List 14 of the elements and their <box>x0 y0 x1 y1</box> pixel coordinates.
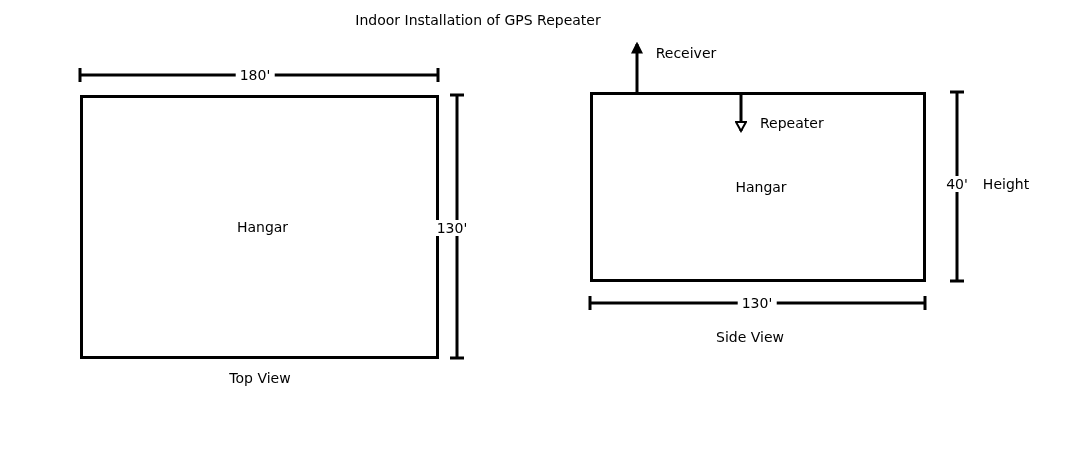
hangar-label: Hangar <box>735 179 787 195</box>
antenna-arrow <box>631 41 643 93</box>
dimension-label: 130' <box>737 295 777 311</box>
hangar-outline <box>80 95 439 359</box>
dimension-label: 180' <box>235 67 275 83</box>
component-label: Repeater <box>736 115 824 131</box>
view-caption: Side View <box>716 329 784 345</box>
hangar-outline <box>590 92 926 282</box>
diagram-title: Indoor Installation of GPS Repeater <box>355 12 601 28</box>
height-label: Height <box>982 176 1030 192</box>
antenna-arrow <box>735 93 747 132</box>
hangar-label: Hangar <box>236 219 289 235</box>
view-caption: Top View <box>229 370 291 386</box>
receiver-label: Receiver <box>655 45 717 61</box>
